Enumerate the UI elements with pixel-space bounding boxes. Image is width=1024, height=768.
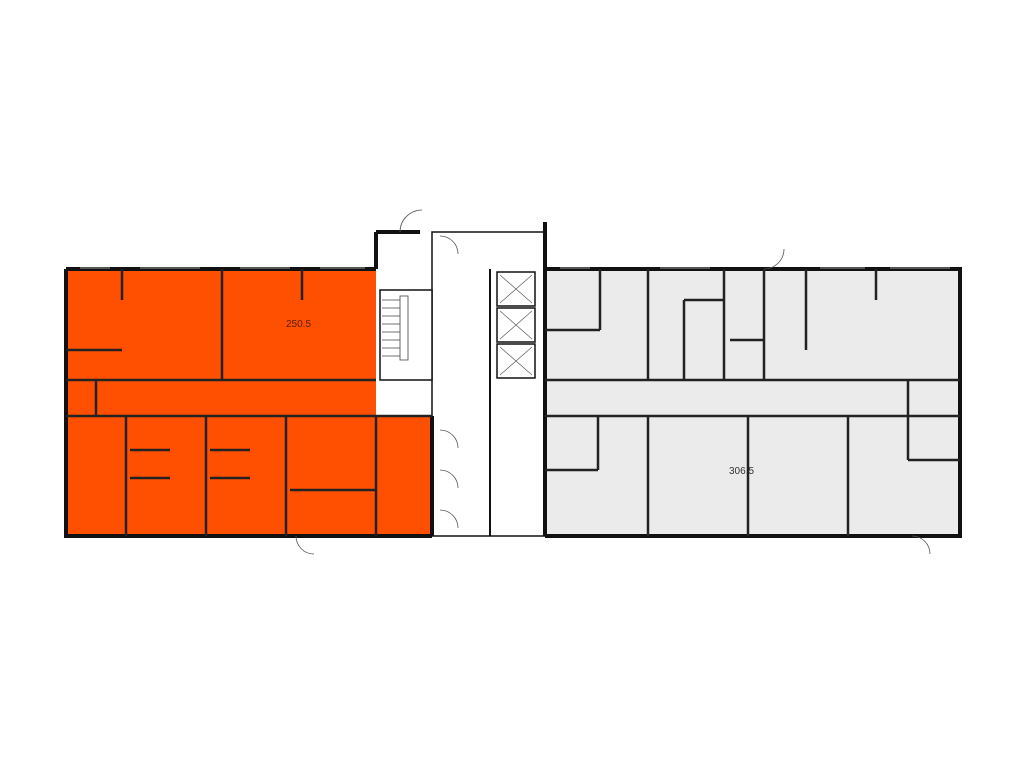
- stair-treads: [382, 295, 409, 361]
- unit-right-fill[interactable]: [545, 269, 960, 536]
- lift-shaft-2: [496, 307, 536, 343]
- left-unit-partitions: [66, 269, 432, 536]
- unit-left-area-label: 250.5: [286, 319, 312, 330]
- unit-left-fill[interactable]: [66, 269, 432, 536]
- lift-shaft-1: [496, 271, 536, 307]
- unit-right-area-label: 306.5: [729, 466, 755, 477]
- lift-shaft-3: [496, 343, 536, 379]
- lift-marks: [499, 274, 533, 376]
- unit-right[interactable]: [545, 269, 960, 536]
- unit-left[interactable]: [66, 269, 432, 536]
- right-unit-partitions: [545, 269, 960, 536]
- door-swings: [295, 209, 931, 555]
- stairwell: [379, 289, 433, 381]
- corridor: [431, 231, 546, 537]
